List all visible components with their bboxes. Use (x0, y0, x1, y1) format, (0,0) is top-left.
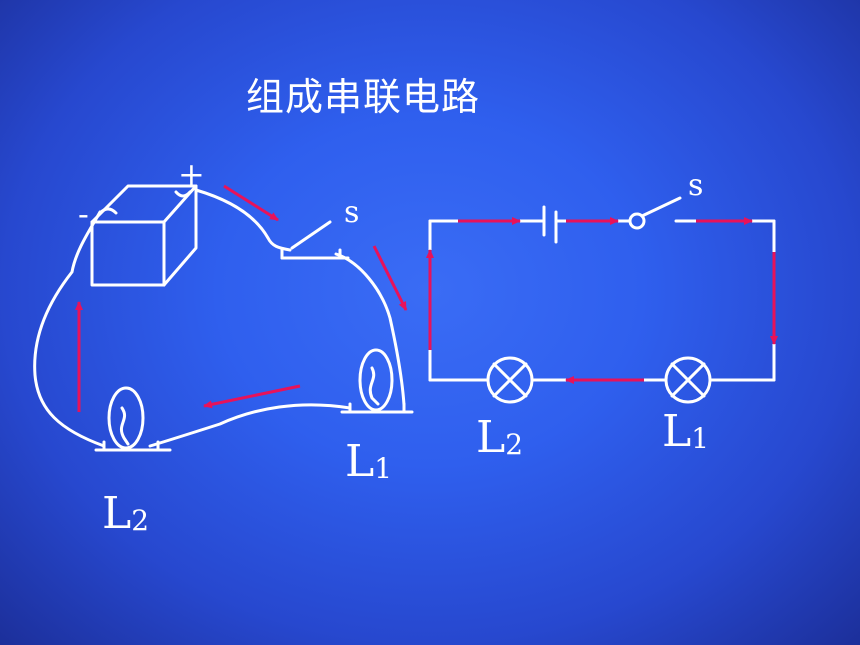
lamp1-label: L1 (345, 436, 392, 487)
current-arrow (203, 384, 301, 409)
schematic-switch-label: s (688, 168, 703, 203)
sketch-current-arrows (75, 184, 408, 412)
schematic-lamp1-label: L1 (662, 406, 709, 457)
circuit-schematic: s L1 L2 (426, 168, 778, 463)
schematic-current-arrows (426, 217, 778, 384)
plus-terminal-label: + (178, 155, 205, 193)
schematic-wires (428, 219, 776, 382)
switch-icon (280, 220, 350, 260)
switch-symbol-icon (628, 196, 682, 230)
current-arrow (223, 184, 279, 222)
wire-lamp2-to-battery (33, 210, 106, 448)
wire-lamp1-to-lamp2 (148, 403, 352, 448)
minus-terminal-label: - (78, 195, 89, 233)
current-arrow (372, 245, 408, 311)
bulb-icon-lamp2 (94, 386, 172, 452)
lamp-symbol-icon-L1 (664, 356, 712, 404)
switch-label: s (344, 195, 359, 230)
schematic-lamp2-label: L2 (476, 412, 523, 463)
battery-icon (90, 184, 198, 287)
wire-battery-to-switch (194, 188, 292, 252)
lamp2-label: L2 (102, 488, 149, 539)
lamp-symbol-icon-L2 (486, 356, 534, 404)
wire-switch-to-lamp1 (334, 252, 406, 407)
physical-circuit-sketch: + - s L1 L2 (33, 155, 414, 539)
bulb-icon-lamp1 (340, 348, 414, 414)
battery-symbol-icon (542, 205, 558, 244)
slide-title: 组成串联电路 (246, 75, 481, 119)
